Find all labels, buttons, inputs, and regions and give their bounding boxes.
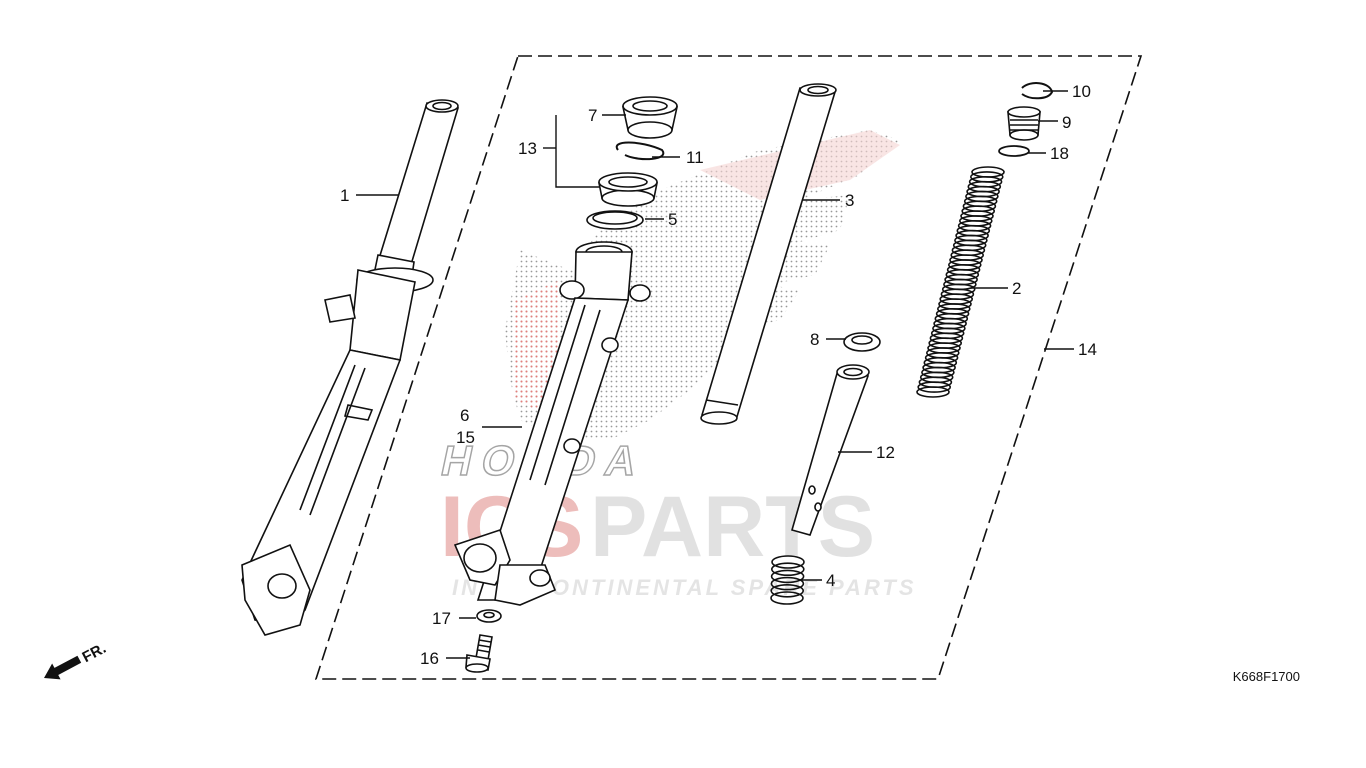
spring-coil	[770, 562, 805, 577]
callout-1[interactable]: 1	[340, 186, 349, 205]
spring-coil	[771, 555, 805, 569]
direction-label: FR.	[80, 640, 109, 666]
oil-seal-part	[586, 210, 644, 230]
callout-3[interactable]: 3	[845, 191, 854, 210]
callout-10[interactable]: 10	[1072, 82, 1091, 101]
callout-labels: 1 2 3 4 5 6 7 8 9 10 11 12 13 14 15 16 1…	[340, 82, 1097, 668]
circlip-part	[1021, 82, 1054, 100]
oil-seal-clip-part	[615, 141, 665, 161]
callout-12[interactable]: 12	[876, 443, 895, 462]
callout-15[interactable]: 15	[456, 428, 475, 447]
watermark-logo-right: PARTS	[590, 479, 875, 575]
callout-11[interactable]: 11	[686, 148, 704, 167]
spring-coil	[916, 386, 950, 398]
callout-16[interactable]: 16	[420, 649, 439, 668]
callout-2[interactable]: 2	[1012, 279, 1021, 298]
fork-bolt-part	[1007, 106, 1041, 141]
fork-spring-coils	[916, 166, 1005, 398]
socket-bolt-part	[465, 634, 493, 673]
callout-9[interactable]: 9	[1062, 113, 1071, 132]
spring-coil	[770, 576, 805, 591]
callout-7[interactable]: 7	[588, 106, 597, 125]
dust-seal-part	[622, 96, 678, 139]
piston-ring-part	[843, 332, 881, 352]
oil-seal-upper-part	[598, 172, 658, 207]
fork-leg-assembly-part	[241, 99, 460, 636]
rebound-spring-part	[770, 555, 805, 605]
arrow-left-icon	[44, 655, 82, 680]
callout-18[interactable]: 18	[1050, 144, 1069, 163]
spring-coil	[917, 381, 952, 393]
callout-6[interactable]: 6	[460, 406, 469, 425]
front-direction-arrow: FR.	[44, 640, 109, 680]
o-ring-part	[998, 145, 1030, 157]
spring-coil	[770, 569, 805, 584]
fork-piston-part	[791, 364, 870, 536]
callout-8[interactable]: 8	[810, 330, 819, 349]
spring-coil	[770, 591, 804, 605]
sealing-washer-part	[476, 609, 502, 623]
fork-pipe-part	[700, 83, 837, 425]
leader-lines	[356, 90, 1074, 659]
callout-5[interactable]: 5	[668, 210, 677, 229]
callout-14[interactable]: 14	[1078, 340, 1097, 359]
callout-4[interactable]: 4	[826, 571, 835, 590]
bottom-case-part	[453, 241, 651, 606]
diagram-code: K668F1700	[1232, 669, 1300, 684]
callout-13[interactable]: 13	[518, 139, 537, 158]
spring-coil	[770, 583, 805, 598]
callout-17[interactable]: 17	[432, 609, 451, 628]
